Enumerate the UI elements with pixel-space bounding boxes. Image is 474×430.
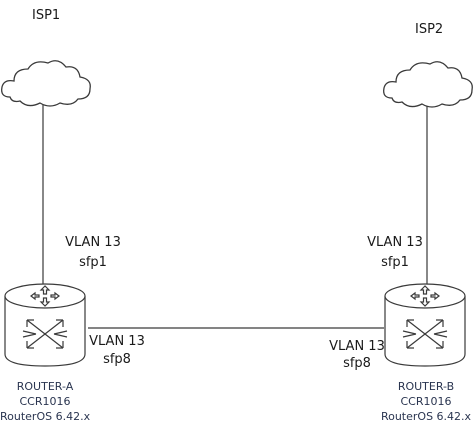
router-a-name: ROUTER-A	[16, 380, 74, 393]
router-a-link-port: sfp8	[103, 352, 131, 367]
isp2-label: ISP2	[415, 22, 444, 37]
isp1-link-vlan: VLAN 13	[65, 235, 121, 250]
router-a-icon	[4, 283, 86, 367]
router-b-link-port: sfp8	[343, 356, 371, 371]
isp2-cloud-icon	[383, 61, 473, 108]
router-b-name: ROUTER-B	[397, 380, 455, 393]
router-b-os: RouterOS 6.42.x	[380, 410, 472, 423]
isp1-label: ISP1	[32, 8, 61, 23]
router-b-icon	[384, 283, 466, 367]
isp2-link-port: sfp1	[381, 255, 409, 270]
isp1-link-port: sfp1	[79, 255, 107, 270]
isp2-link-vlan: VLAN 13	[367, 235, 423, 250]
router-a-link-vlan: VLAN 13	[89, 334, 145, 349]
router-a-model: CCR1016	[19, 395, 71, 408]
router-a-os: RouterOS 6.42.x	[0, 410, 91, 423]
isp1-cloud-icon	[1, 60, 91, 107]
router-b-model: CCR1016	[400, 395, 452, 408]
router-b-link-vlan: VLAN 13	[329, 339, 385, 354]
